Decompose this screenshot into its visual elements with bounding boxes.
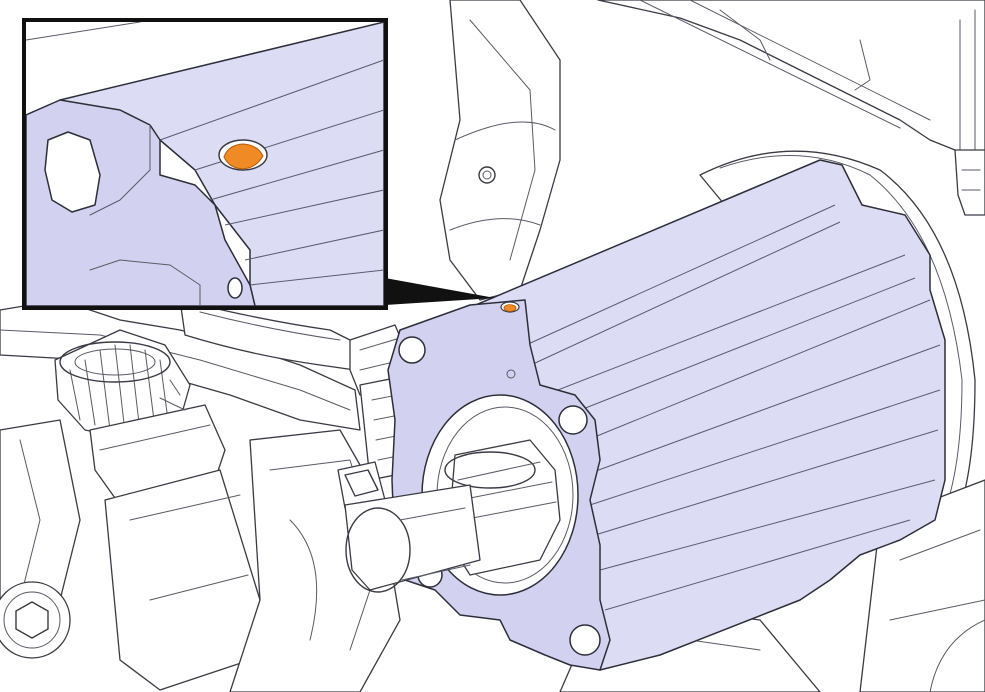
output-shaft <box>344 439 561 593</box>
hex-bolt-lower-left <box>0 581 71 659</box>
left-pipework <box>0 299 361 611</box>
zoom-detail-callout <box>22 18 495 310</box>
actuator-grooves <box>514 204 941 611</box>
knurled-fitting <box>54 329 261 691</box>
callout-pointer <box>385 278 495 305</box>
callout-actuator-body <box>59 22 384 306</box>
housing-cover <box>597 0 985 216</box>
orange-hole-marker-zoom-icon <box>223 143 264 170</box>
highlighted-actuator <box>387 159 946 671</box>
hole-marker-small <box>500 301 520 313</box>
orange-hole-marker-icon <box>503 304 517 312</box>
mounting-bracket <box>439 0 561 301</box>
